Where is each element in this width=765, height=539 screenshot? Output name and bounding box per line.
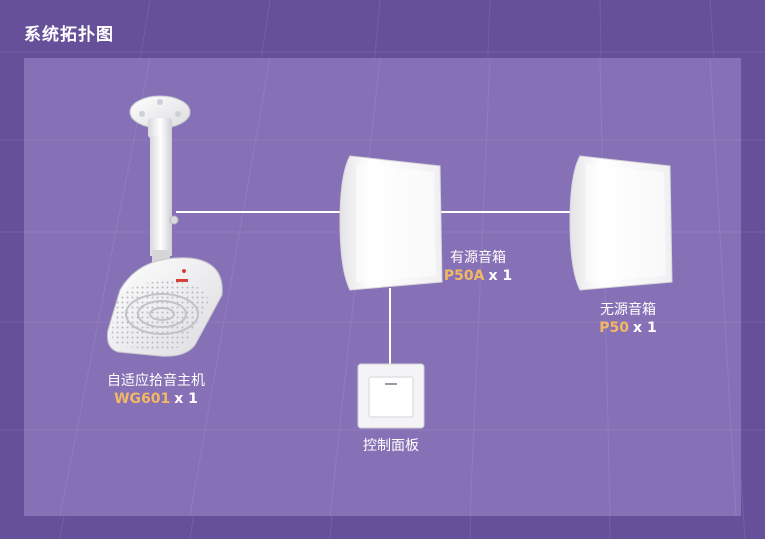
passive-speaker-model: P50 (599, 320, 630, 336)
page-title: 系统拓扑图 (24, 25, 114, 45)
host-model: WG601 (114, 391, 171, 407)
wire-active-to-passive-speaker (440, 211, 574, 213)
passive-speaker-device (569, 155, 673, 291)
active-speaker-quantity: x 1 (488, 268, 513, 284)
pickup-host-device (107, 95, 223, 357)
panel-grid (24, 58, 741, 516)
active-speaker-model: P50A (443, 268, 485, 284)
host-name: 自适应拾音主机 (107, 373, 205, 389)
active-speaker-name: 有源音箱 (450, 250, 506, 266)
passive-speaker-name: 无源音箱 (600, 302, 656, 318)
wire-host-to-active-speaker (176, 211, 348, 213)
passive-speaker-quantity: x 1 (633, 320, 657, 336)
control-panel-name: 控制面板 (363, 438, 419, 454)
control-panel-device (357, 363, 425, 429)
active-speaker-device (339, 155, 443, 291)
wire-active-speaker-to-control-panel (389, 288, 391, 364)
host-quantity: x 1 (174, 391, 198, 407)
control-panel-label: 控制面板 (352, 437, 430, 455)
